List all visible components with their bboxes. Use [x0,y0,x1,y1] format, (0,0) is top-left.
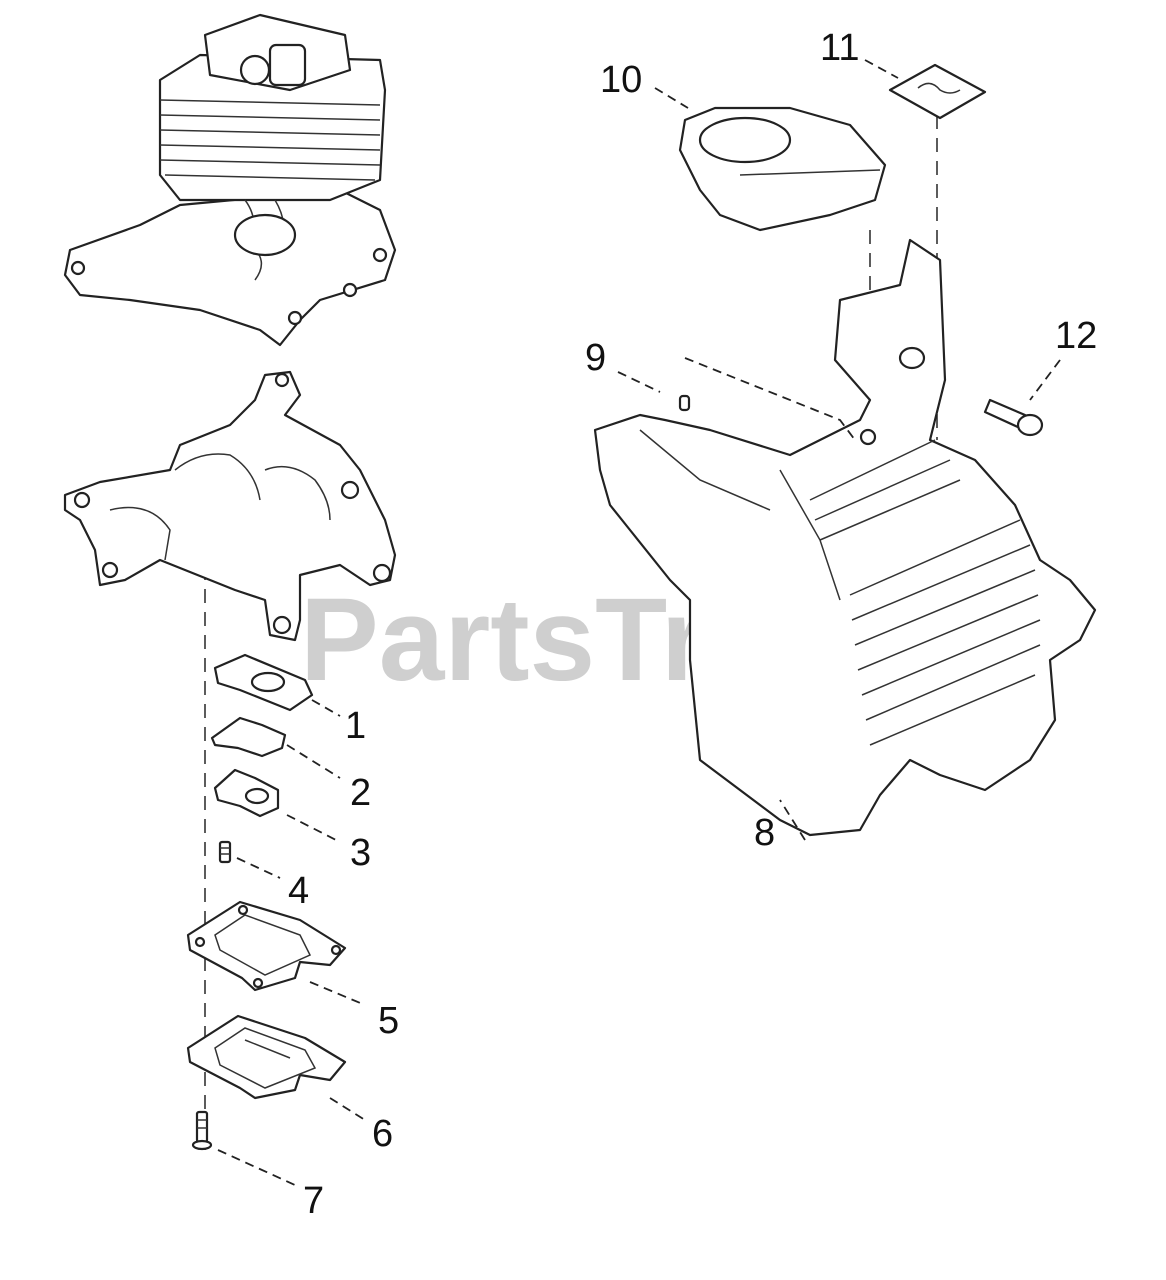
part-6-plate [186,1014,347,1100]
part-10-pad [678,106,887,232]
part-4-screw [218,840,232,864]
leader-12 [1029,359,1061,401]
part-11-label [888,63,987,120]
callout-11: 11 [820,27,859,69]
callout-10: 10 [600,59,642,101]
callout-7: 7 [303,1180,324,1222]
crankcase [63,370,397,642]
leader-9 [617,371,661,393]
leader-4 [236,857,281,879]
part-7-bolt [191,1110,213,1151]
callout-5: 5 [378,1000,399,1042]
leader-11 [864,59,899,79]
leader-7 [217,1149,296,1186]
leader-3 [286,814,341,843]
callout-6: 6 [372,1113,393,1155]
part-1-gasket [213,653,314,712]
leader-10 [654,87,689,109]
callout-9: 9 [585,337,606,379]
part-9-pin [678,394,691,412]
part-2-reed-plate [210,716,287,758]
leader-5 [309,981,366,1006]
callout-4: 4 [288,870,309,912]
part-12-bolt [983,398,1044,437]
leader-6 [329,1097,366,1121]
leader-9-extension [684,357,856,441]
callout-3: 3 [350,832,371,874]
callout-2: 2 [350,772,371,814]
callout-8: 8 [754,812,775,854]
part-8-shroud-cover [593,238,1097,837]
leader-1 [311,699,341,717]
part-5-gasket-frame [186,900,347,992]
leader-2 [286,744,341,779]
engine-cylinder [63,13,397,347]
callout-12: 12 [1055,315,1097,357]
leader-8 [779,799,806,841]
callout-1: 1 [345,705,366,747]
part-3-ring-gasket [213,768,280,818]
